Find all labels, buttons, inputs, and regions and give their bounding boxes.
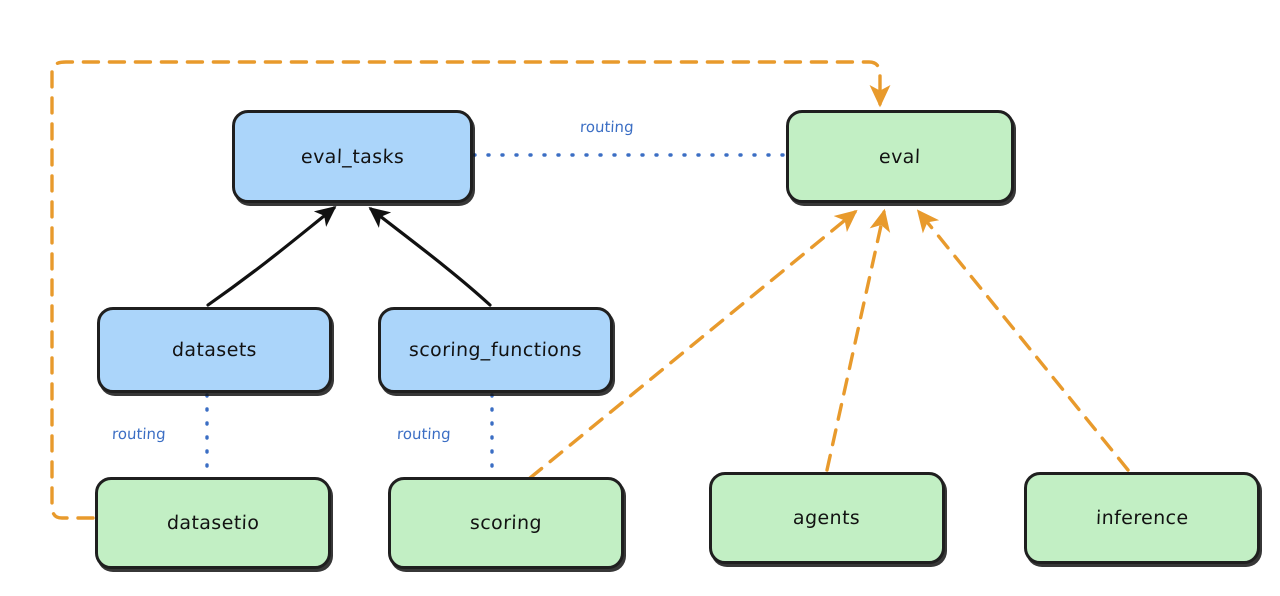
node-label: scoring — [469, 512, 543, 534]
node-scoring[interactable]: scoring — [388, 477, 624, 569]
node-label: inference — [1095, 507, 1189, 529]
edge-scoring-functions-to-eval-tasks — [368, 207, 492, 307]
node-scoring-functions[interactable]: scoring_functions — [378, 307, 613, 393]
node-label: scoring_functions — [408, 339, 583, 361]
node-eval[interactable]: eval — [786, 110, 1014, 203]
edge-inference-to-eval — [916, 209, 1130, 472]
node-datasets[interactable]: datasets — [97, 307, 332, 393]
edge-label-routing-scoring: routing — [396, 425, 452, 443]
edge-datasets-to-eval-tasks — [206, 206, 337, 307]
node-datasetio[interactable]: datasetio — [95, 477, 331, 569]
node-eval-tasks[interactable]: eval_tasks — [232, 110, 473, 203]
node-label: eval_tasks — [300, 145, 405, 168]
node-inference[interactable]: inference — [1024, 472, 1260, 564]
edge-label-routing-eval: routing — [579, 118, 635, 136]
edge-label-routing-datasets: routing — [111, 425, 167, 443]
node-agents[interactable]: agents — [709, 472, 945, 564]
node-label: eval — [878, 145, 922, 168]
node-label: agents — [793, 507, 861, 529]
node-label: datasetio — [166, 512, 260, 534]
node-label: datasets — [171, 339, 258, 361]
edge-agents-to-eval — [825, 208, 891, 472]
